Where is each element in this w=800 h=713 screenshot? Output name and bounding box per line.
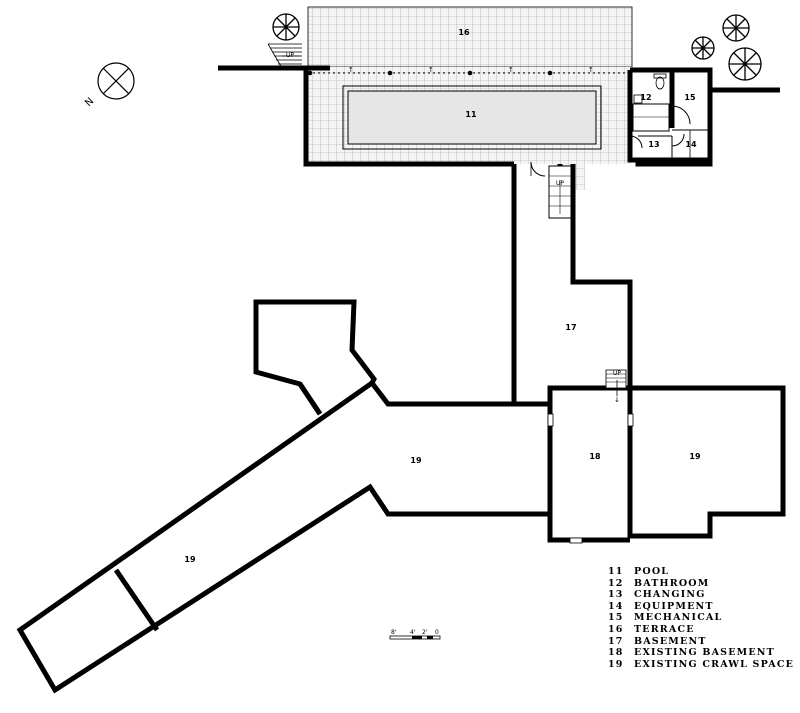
tree-icon [691,36,715,60]
tree-icon [722,14,750,42]
basement-walls [253,164,517,416]
terrace-stair [267,43,302,69]
svg-text:↑: ↑ [428,66,434,74]
room-label-crawl-right: 19 [689,452,701,461]
terrace [306,6,633,190]
crawl-wing-walls [16,380,550,694]
service-rooms [629,73,708,160]
svg-text:↓: ↓ [614,396,620,404]
pool-stair [530,161,572,219]
scale-label: 2' [422,629,428,636]
pool-level-walls [218,65,780,188]
room-label-mechanical: 15 [684,93,696,102]
room-label-existing-basement: 18 [589,452,601,461]
room-label-terrace: 16 [458,28,470,37]
svg-text:↑: ↑ [348,66,354,74]
compass-label: N [83,96,96,109]
room-label-changing: 13 [648,140,659,149]
stair-label: UP [556,180,564,187]
room-label-pool: 11 [465,110,477,119]
scale-label: 8' [391,629,397,636]
room-label-equipment: 14 [685,140,697,149]
room-label-bathroom: 12 [640,93,651,102]
existing-basement-box [547,388,630,543]
stair-label: UP [286,52,294,59]
tree-icon [272,13,300,41]
north-arrow-icon: N [83,62,135,109]
terrace-railing: ↑ ↑ ↑ ↑ [307,66,633,76]
scale-label: 4' [410,629,416,636]
svg-text:↑: ↑ [508,66,514,74]
tree-icon [728,47,762,81]
wall-openings [547,413,634,544]
crawl-partition [113,568,160,632]
basement-stair: ↓ [605,369,627,404]
basement-east-wall [570,164,633,386]
stair-label: UP [613,370,621,377]
scale-label: 0 [435,629,439,636]
pool [342,85,602,150]
room-label-crawl-left: 19 [184,555,196,564]
svg-text:↑: ↑ [588,66,594,74]
diagonal-wing-top [297,382,323,416]
room-label-basement: 17 [565,323,576,332]
existing-basement-walls [514,385,786,539]
room-label-crawl-center: 19 [410,456,422,465]
scale-bar: 8' 4' 2' 0 [389,629,441,640]
